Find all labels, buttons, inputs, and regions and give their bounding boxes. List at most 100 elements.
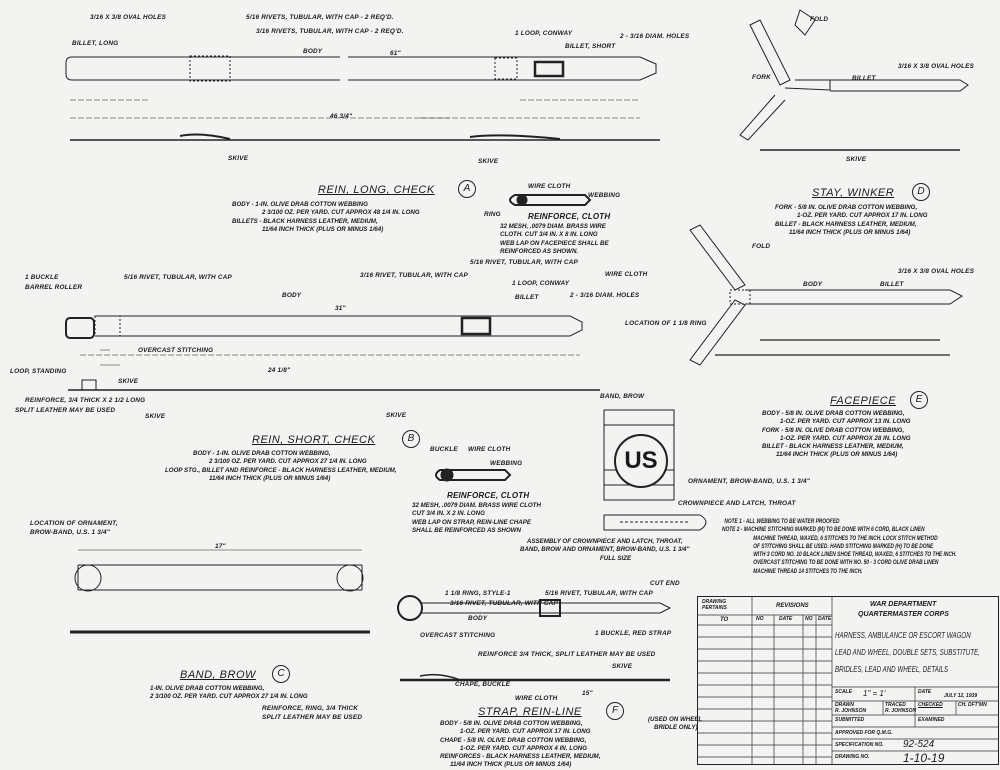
label: SKIVE [386,412,407,419]
drawn-value: R. JOHNSON [835,708,867,714]
label: BARREL ROLLER [25,284,83,291]
label: LOOP, STANDING [10,368,67,375]
title-block-grid [698,597,998,764]
date-label: DATE [918,689,932,695]
section-letter: E [910,391,928,409]
section-title: FACEPIECE [830,395,897,407]
label: 3/16 RIVET, TUBULAR, WITH CAP [360,272,468,279]
label: 5/16 RIVETS, TUBULAR, WITH CAP - 2 REQ'D… [246,14,394,21]
label: REINFORCE 3/4 THICK, SPLIT LEATHER MAY B… [478,651,656,658]
label: BILLET [515,294,539,301]
label: 5/16 RIVET, TUBULAR, WITH CAP [545,590,653,597]
label: BODY [468,615,488,622]
drawing-no-label: DRAWING NO. [835,754,870,760]
drawing-title-1: HARNESS, AMBULANCE OR ESCORT WAGON [835,630,971,640]
label: CHAPE, BUCKLE [455,681,511,688]
label: ORNAMENT, BROW-BAND, U.S. 1 3/4" [688,478,810,485]
label: WEBBING [490,460,523,467]
label: 3/16 x 3/8 OVAL HOLES [898,268,975,275]
assembly-caption: ASSEMBLY OF CROWNPIECE AND LATCH, THROAT… [520,538,690,562]
label: CROWNPIECE AND LATCH, THROAT [678,500,796,507]
revisions-header: REVISIONS [776,603,809,609]
scale-value: 1" = 1' [863,689,886,698]
label: BROW-BAND, U.S. 1 3/4" [30,529,110,536]
label: 1 LOOP, CONWAY [515,30,573,37]
section-title: STRAP, REIN-LINE [478,706,582,718]
no-header: NO [756,616,764,622]
section-title: REINFORCE, CLOTH [447,491,530,500]
no-header: NO [805,616,813,622]
label: FOLD [752,243,771,250]
dimension: 17" [215,543,226,550]
to-header: TO [720,617,729,623]
facepiece-drawing [689,224,963,366]
section-title: STAY, WINKER [812,187,895,199]
label: SKIVE [145,413,166,420]
label: 3/16 x 3/8 OVAL HOLES [898,63,975,70]
spec-label: SPECIFICATION NO. [835,742,884,748]
label: SKIVE [478,158,499,165]
label: WIRE CLOTH [528,183,571,190]
us-ornament: US [614,434,668,488]
label: BILLET, LONG [72,40,119,47]
band-brow-spec: 1-IN. OLIVE DRAB COTTON WEBBING,2 3/100 … [150,685,308,701]
dimension: 24 1/8" [268,367,291,374]
examined-label: EXAMINED [918,717,945,723]
spec-number: 92-524 [903,739,935,750]
label: WEBBING [588,192,621,199]
label: FORK [752,74,771,81]
label: BODY [303,48,323,55]
label: 5/16 RIVET, TUBULAR, WITH CAP [124,274,232,281]
notes: NOTE 1 - ALL WEBBING TO BE WATER PROOFED… [722,518,957,575]
department: WAR DEPARTMENT [870,601,937,608]
date-header: DATE [818,616,832,622]
drawing-number: 1-10-19 [903,751,945,765]
label: BODY [282,292,302,299]
rein-short-check-spec: BODY - 1-IN. OLIVE DRAB COTTON WEBBING,2… [165,450,397,482]
submitted-label: SUBMITTED [835,717,865,723]
rein-short-check-drawing [65,315,600,391]
label: SPLIT LEATHER MAY BE USED [15,407,116,414]
band-brow-drawing [70,549,370,634]
dimension: 61" [390,50,401,57]
label: LOCATION OF ORNAMENT, [30,520,118,527]
label: 1 LOOP, CONWAY [512,280,570,287]
label: 3/16 x 3/8 OVAL HOLES [90,14,167,21]
ch-draftsman-label: CH. DFT'MN [958,702,987,708]
date-header: DATE [779,616,793,622]
label: 3/16 RIVET, TUBULAR, WITH CAP [450,600,558,607]
date-value: JULY 12, 1939 [944,693,978,699]
stay-winker-spec: FORK - 5/8 IN. OLIVE DRAB COTTON WEBBING… [775,204,928,236]
section-letter: D [912,183,930,201]
label: SPLIT LEATHER MAY BE USED [262,714,363,721]
reinforce-cloth-sketches [435,194,592,482]
section-title: REIN, LONG, CHECK [318,184,435,196]
label: BILLET [880,281,904,288]
label: BODY [803,281,823,288]
section-title: REINFORCE, CLOTH [528,212,611,221]
label: BUCKLE [430,446,458,453]
label: OVERCAST STITCHING [138,347,214,354]
traced-value: R. JOHNSON [885,708,917,714]
label: BILLET [852,75,876,82]
label: LOCATION OF 1 1/8 RING [625,320,707,327]
label: 3/16 RIVETS, TUBULAR, WITH CAP - 2 REQ'D… [256,28,404,35]
section-letter: F [606,702,624,720]
approved-label: APPROVED FOR Q.M.G. [835,730,893,736]
strap-rein-line-spec: BODY - 5/8 IN. OLIVE DRAB COTTON WEBBING… [440,720,601,769]
label: SKIVE [846,156,867,163]
section-letter: B [402,430,420,448]
scale-label: SCALE [835,689,852,695]
label: SKIVE [228,155,249,162]
title-block: DRAWING PERTAINS TO REVISIONS NO DATE NO… [697,596,999,765]
dimension: 46 3/4" [330,113,353,120]
section-letter: C [272,665,290,683]
label: 2 - 3/16 DIAM. HOLES [620,33,690,40]
label: WIRE CLOTH [515,695,558,702]
section-title: BAND, BROW [180,669,256,681]
dimension: 31" [335,305,346,312]
